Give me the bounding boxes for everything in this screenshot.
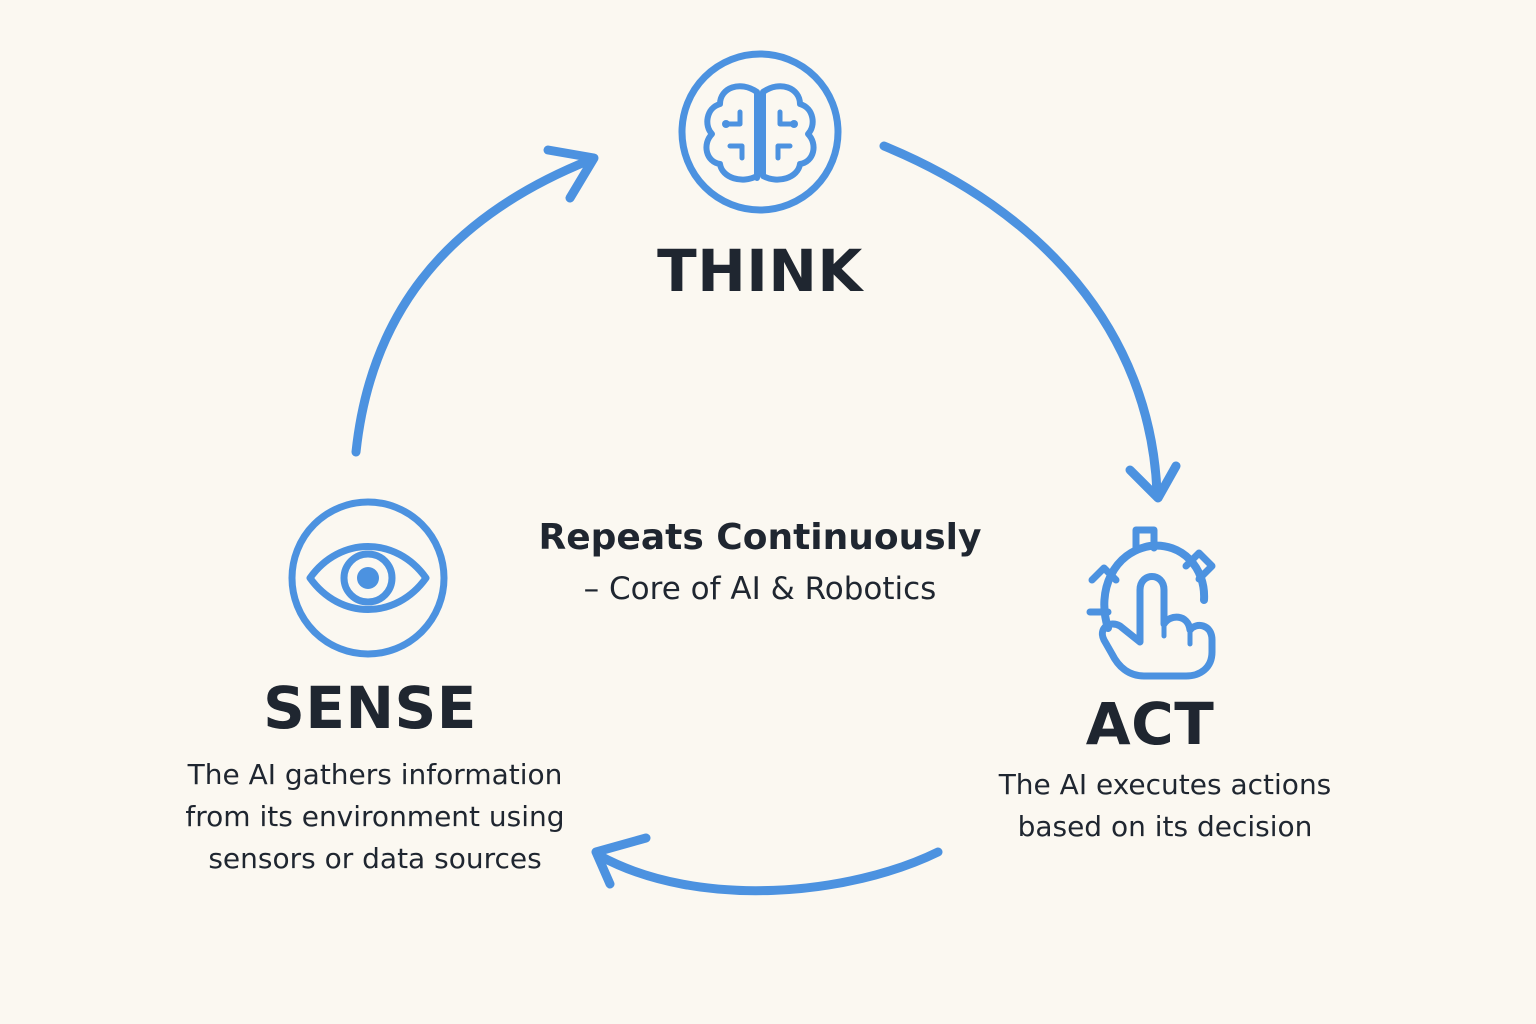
sense-description-line-1: The AI gathers information xyxy=(187,758,563,791)
center-note: Repeats Continuously – Core of AI & Robo… xyxy=(520,512,1000,614)
act-description-line-2: based on its decision xyxy=(1017,810,1313,843)
sense-description: The AI gathers information from its envi… xyxy=(150,754,600,880)
eye-icon xyxy=(288,498,448,658)
think-title: THINK xyxy=(657,237,863,305)
center-note-subheading: – Core of AI & Robotics xyxy=(583,571,937,607)
act-description-line-1: The AI executes actions xyxy=(998,768,1332,801)
brain-icon xyxy=(678,50,842,214)
arrow-act-to-sense xyxy=(591,833,943,896)
gear-hand-icon xyxy=(1086,526,1216,680)
sense-description-line-3: sensors or data sources xyxy=(208,842,542,875)
act-title: ACT xyxy=(1085,690,1215,758)
arrow-think-to-act xyxy=(879,141,1181,503)
arrow-sense-to-think xyxy=(351,145,599,457)
act-description: The AI executes actions based on its dec… xyxy=(960,764,1370,848)
sense-title: SENSE xyxy=(263,674,477,742)
center-note-heading: Repeats Continuously xyxy=(538,517,982,558)
sense-description-line-2: from its environment using xyxy=(185,800,565,833)
